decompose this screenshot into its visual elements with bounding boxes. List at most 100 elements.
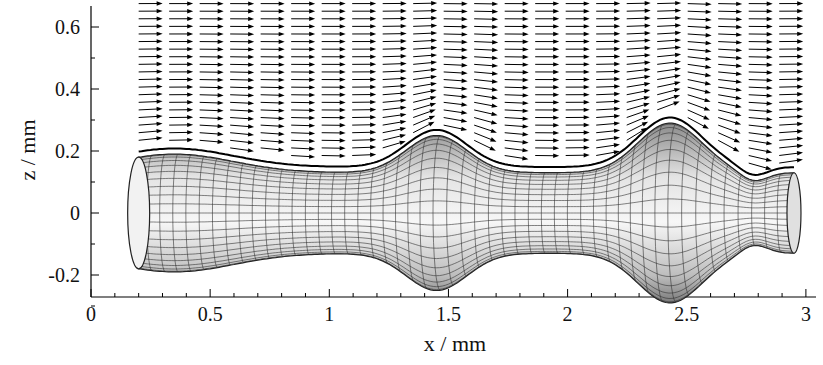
arrow-head [767,32,773,36]
velocity-arrow [718,87,739,90]
velocity-arrow [474,18,495,19]
arrow-head [340,146,346,150]
velocity-arrow [596,116,617,117]
velocity-arrow [505,71,526,72]
arrow-head [462,2,468,6]
arrow-head [157,39,163,43]
velocity-arrow [749,26,770,27]
x-tick [162,293,163,297]
velocity-arrow [169,102,190,103]
mesh-line [139,232,794,266]
axis-title: x / mm [424,333,486,355]
arrow-head [553,77,559,81]
arrow-head [309,32,315,36]
velocity-arrow [352,139,373,141]
velocity-arrow [444,11,465,12]
velocity-arrow [322,117,343,118]
velocity-arrow [291,102,312,103]
arrow-head [797,47,803,51]
arrow-head [797,100,803,104]
arrow-head [644,60,650,64]
arrow-head [370,123,376,127]
velocity-arrow [657,83,678,87]
x-tick [448,289,449,297]
arrow-head [675,31,681,35]
velocity-arrow [749,71,770,73]
x-tick [186,293,187,297]
velocity-arrow [352,94,373,95]
velocity-arrow [596,138,617,141]
x-tick [782,293,783,297]
mesh-ring [212,158,217,267]
arrow-head [522,140,528,144]
velocity-arrow [413,70,434,72]
arrow-head [614,99,620,103]
mesh-ring [371,168,375,258]
arrow-head [431,16,437,20]
mesh-ring [606,164,610,262]
x-tick [305,293,306,297]
velocity-arrow [779,146,800,148]
velocity-arrow [688,80,709,84]
arrow-head [705,73,711,77]
arrow-head [157,1,163,5]
arrow-head [767,70,773,74]
arrow-head [797,158,803,162]
velocity-arrow [505,102,526,104]
velocity-arrow [596,41,617,42]
velocity-arrow [474,3,495,4]
arrow-head [218,93,224,97]
arrow-head [400,113,406,117]
arrow-head [309,1,315,5]
arrow-head [523,62,529,66]
velocity-arrow [383,18,404,19]
velocity-arrow [779,160,800,163]
arrow-head [736,9,742,13]
arrow-head [674,81,680,85]
velocity-arrow [566,117,587,118]
arrow-head [217,140,223,144]
arrow-head [735,121,741,125]
velocity-arrow [169,71,190,72]
velocity-arrow [749,56,770,57]
arrow-head [157,84,163,88]
velocity-arrow [688,57,709,59]
arrow-head [766,125,772,129]
arrow-head [309,24,315,28]
arrow-head [523,9,529,13]
arrow-head [309,131,315,135]
arrow-head [218,55,224,59]
velocity-arrow [444,80,465,81]
velocity-arrow [169,94,190,95]
arrow-head [157,69,163,73]
velocity-arrow [444,118,465,122]
mesh-ring [567,172,571,253]
arrow-head [278,140,284,144]
arrow-head [370,17,376,21]
velocity-arrow [383,115,404,118]
arrow-head [703,115,709,119]
mesh-line [139,124,794,181]
velocity-arrow [596,3,617,4]
arrow-head [248,85,254,89]
mesh-ring [252,166,256,261]
velocity-arrow [749,118,770,120]
velocity-arrow [413,3,434,4]
arrow-head [767,24,773,28]
arrow-head [370,54,376,58]
arrow-head [797,144,803,148]
mesh-ring [433,136,440,290]
arrow-head [279,85,285,89]
arrow-head [218,78,224,82]
velocity-arrow [352,79,373,80]
arrow-head [614,114,620,118]
arrow-head [309,39,315,43]
velocity-arrow [474,125,494,132]
velocity-arrow [230,133,251,135]
velocity-arrow [230,79,251,81]
velocity-arrow [718,26,739,28]
velocity-arrow [444,33,465,34]
arrow-head [553,138,559,142]
velocity-arrow [749,41,770,42]
velocity-arrow [200,41,221,42]
